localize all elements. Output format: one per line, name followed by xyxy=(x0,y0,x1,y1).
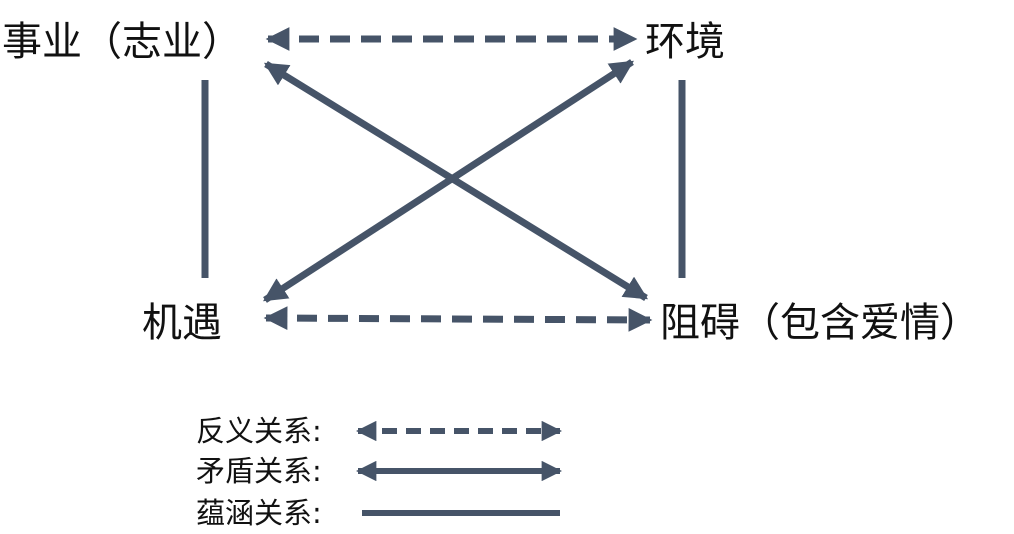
node-career: 事业（志业） xyxy=(2,19,242,65)
node-obstacle: 阻碍（包含爱情） xyxy=(660,300,980,346)
edge-contradiction-opportunity-environment xyxy=(263,59,634,303)
legend-label-implication: 蕴涵关系: xyxy=(196,496,322,530)
legend-label-contradiction: 矛盾关系: xyxy=(196,454,322,488)
edge-antonym-opportunity-obstacle xyxy=(263,306,653,332)
node-opportunity: 机遇 xyxy=(142,300,222,346)
node-environment: 环境 xyxy=(645,19,725,65)
legend-label-antonym: 反义关系: xyxy=(196,414,322,448)
